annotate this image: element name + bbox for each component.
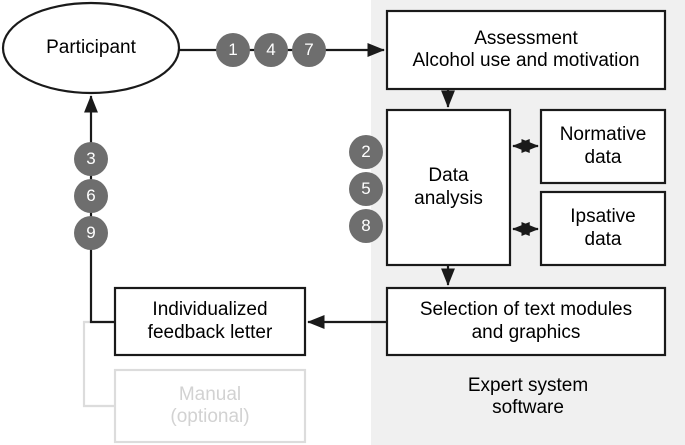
step-badge-7-shape[interactable] [292, 33, 326, 67]
individualized-feedback-letter-node-shape[interactable] [113, 286, 307, 357]
ipsative-data-node-shape[interactable] [539, 190, 667, 267]
step-badge-6-shape[interactable] [74, 179, 108, 213]
normative-data-node-shape[interactable] [539, 108, 667, 185]
step-badge-8-shape[interactable] [349, 209, 383, 243]
step-badge-1-shape[interactable] [216, 33, 250, 67]
manual-optional-node-shape[interactable] [113, 368, 307, 444]
step-badge-3-shape[interactable] [74, 142, 108, 176]
step-badge-2-shape[interactable] [349, 135, 383, 169]
selection-of-text-modules-node-shape[interactable] [385, 286, 667, 357]
step-badge-9-shape[interactable] [74, 216, 108, 250]
data-analysis-node-shape[interactable] [385, 108, 512, 267]
connector-manual-to-participant [82, 320, 115, 408]
step-badge-4-shape[interactable] [254, 33, 288, 67]
assessment-node-shape[interactable] [385, 9, 667, 91]
step-badge-5-shape[interactable] [349, 172, 383, 206]
participant-node-shape[interactable] [1, 1, 181, 95]
